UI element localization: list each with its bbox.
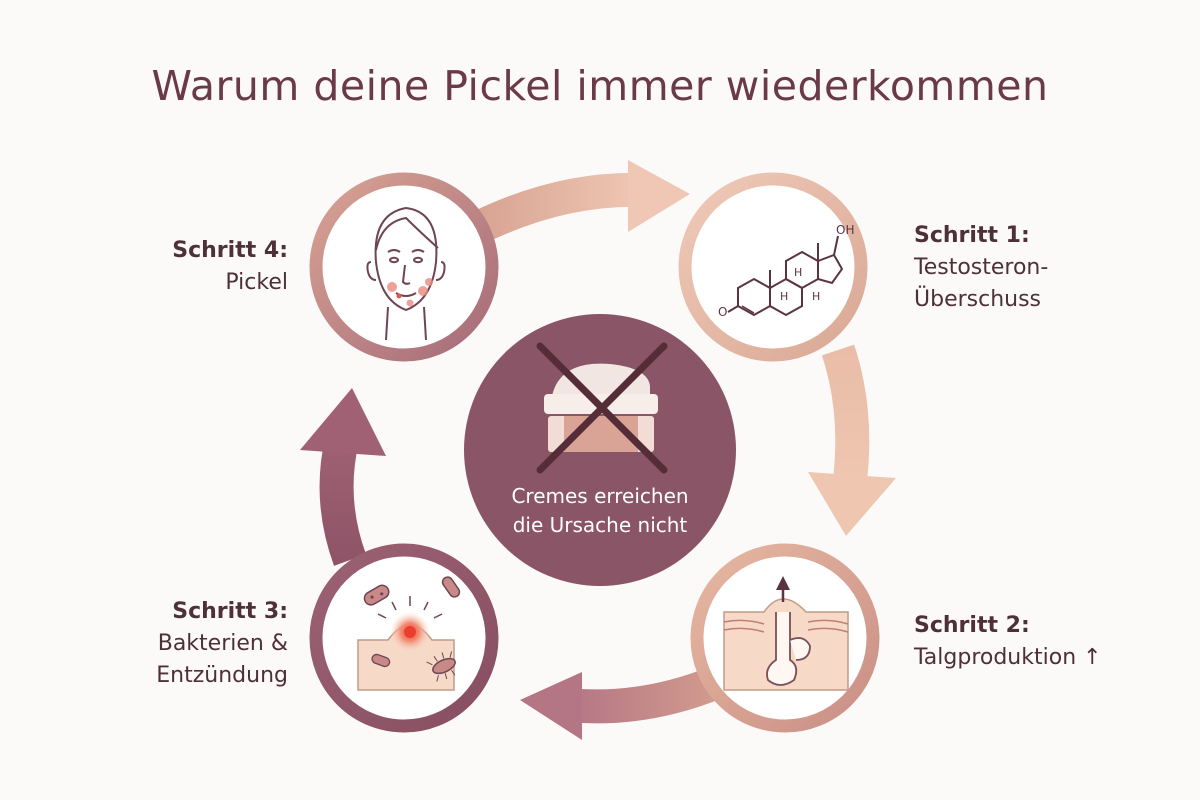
center-message: Cremes erreichen die Ursache nicht <box>470 482 730 540</box>
face-with-pimples-icon <box>366 206 446 341</box>
step-1-label: Schritt 1: Testosteron- Überschuss <box>914 220 1114 316</box>
step-2-heading: Schritt 2: <box>914 613 1030 638</box>
molecule-h-label-3: H <box>812 290 820 303</box>
step-4-text-line-1: Pickel <box>225 270 288 295</box>
arrow-step4-to-step1 <box>470 160 690 244</box>
step-4-label: Schritt 4: Pickel <box>128 235 288 299</box>
page-title: Warum deine Pickel immer wiederkommen <box>151 62 1049 110</box>
step-1-circle <box>678 172 868 362</box>
center-message-line-1: Cremes erreichen <box>511 484 689 508</box>
step-4-heading: Schritt 4: <box>172 238 288 263</box>
step-1-text-line-2: Überschuss <box>914 287 1042 312</box>
arrow-step3-to-step4 <box>300 388 386 566</box>
molecule-h-label-1: H <box>794 266 802 279</box>
crossed-out-cream-jar-icon <box>536 342 668 474</box>
step-3-text-line-2: Entzündung <box>156 663 288 688</box>
center-message-line-2: die Ursache nicht <box>512 513 688 537</box>
molecule-oh-label: OH <box>836 223 854 237</box>
step-1-text-line-1: Testosteron- <box>914 255 1049 280</box>
step-2-label: Schritt 2: Talgproduktion ↑ <box>914 610 1154 674</box>
step-3-text-line-1: Bakterien & <box>157 631 288 656</box>
molecule-h-label-2: H <box>780 290 788 303</box>
arrow-step1-to-step2 <box>808 344 896 536</box>
step-1-heading: Schritt 1: <box>914 223 1030 248</box>
arrow-step2-to-step3 <box>520 668 719 740</box>
sebaceous-gland-icon <box>723 576 849 691</box>
bacteria-inflammation-icon <box>357 576 461 691</box>
testosterone-molecule-icon <box>727 235 844 317</box>
step-3-heading: Schritt 3: <box>172 599 288 624</box>
molecule-o-label: O <box>718 305 727 319</box>
step-2-text-line-1: Talgproduktion ↑ <box>914 645 1102 670</box>
step-3-label: Schritt 3: Bakterien & Entzündung <box>98 596 288 692</box>
